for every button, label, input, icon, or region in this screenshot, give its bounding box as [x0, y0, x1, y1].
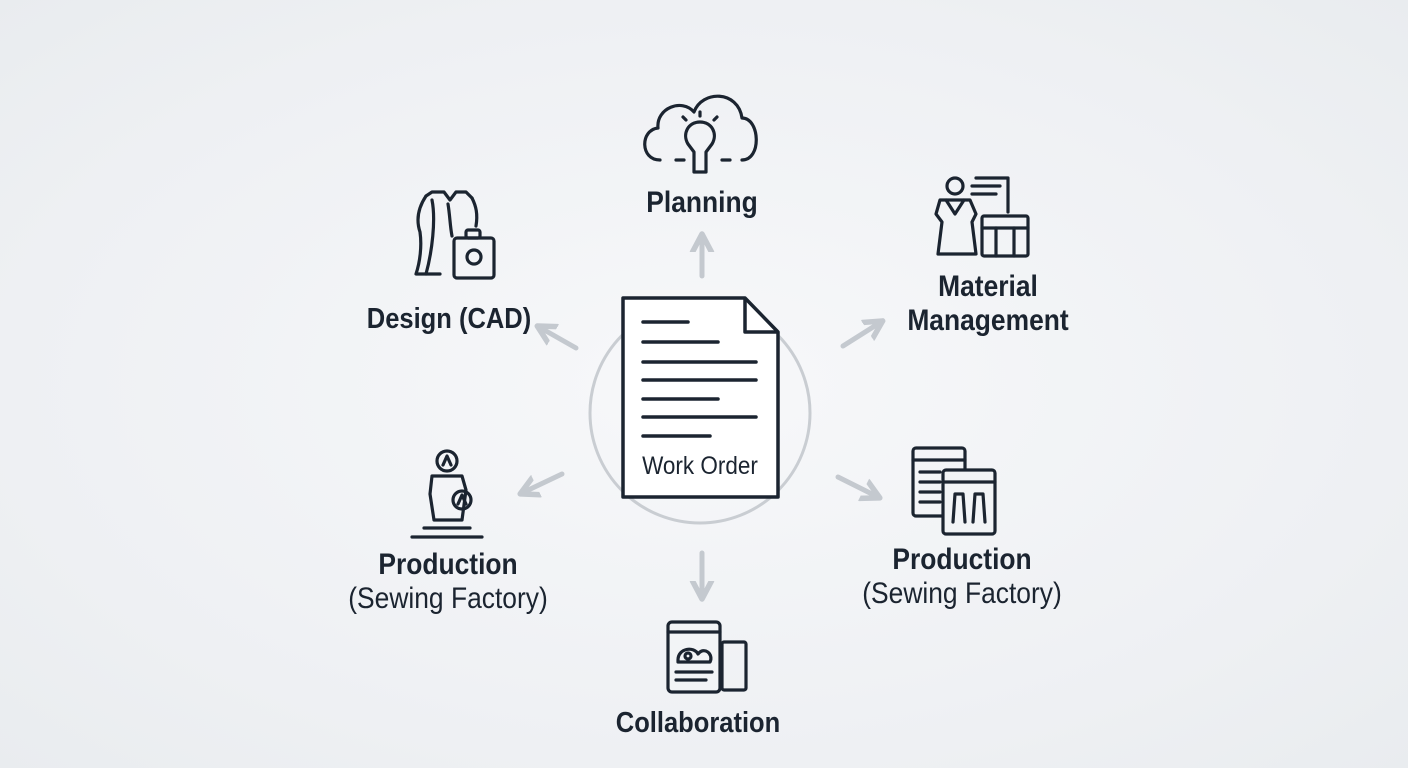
design-label-text: Design (CAD)	[366, 303, 532, 335]
material-label-line2: Management	[907, 303, 1069, 337]
production-left-label: Production (Sewing Factory)	[348, 548, 548, 615]
work-order-document-icon	[621, 296, 780, 499]
cloud-lightbulb-icon	[643, 94, 758, 174]
arrow-to-material	[840, 322, 881, 349]
material-label-line1: Material	[938, 270, 1038, 303]
planning-label: Planning	[646, 186, 757, 220]
production-left-line1: Production	[378, 548, 518, 581]
dress-form-camera-icon	[414, 190, 496, 280]
material-management-label: Material Management	[907, 270, 1068, 337]
collaboration-label-text: Collaboration	[615, 707, 781, 739]
design-label: Design (CAD)	[367, 303, 531, 335]
mannequin-stand-icon	[410, 449, 484, 539]
work-order-label: Work Order	[642, 452, 758, 480]
tablet-cards-icon	[666, 620, 748, 694]
production-right-line1: Production	[892, 543, 1032, 576]
arrow-to-production-left	[522, 471, 565, 493]
production-right-line2: (Sewing Factory)	[862, 576, 1062, 610]
collaboration-label: Collaboration	[616, 707, 780, 739]
person-screens-icon	[934, 176, 1030, 258]
production-left-line2: (Sewing Factory)	[348, 581, 548, 615]
document-panels-icon	[911, 446, 997, 536]
arrow-to-design	[539, 327, 579, 351]
planning-label-text: Planning	[646, 186, 758, 219]
arrow-to-production-right	[835, 474, 878, 497]
production-right-label: Production (Sewing Factory)	[862, 543, 1062, 610]
